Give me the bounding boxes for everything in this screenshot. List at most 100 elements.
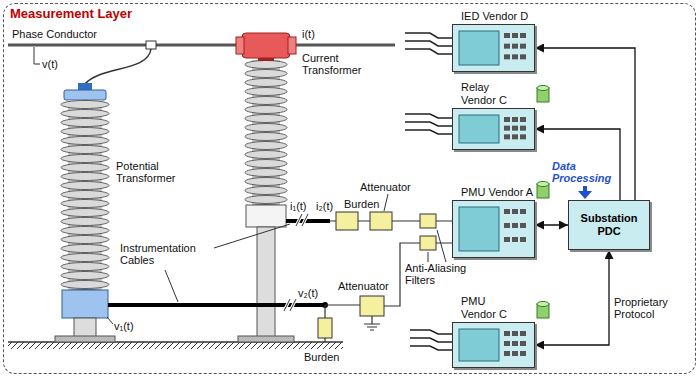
keypad-key bbox=[520, 126, 526, 131]
indicator-lamp bbox=[537, 182, 549, 187]
device-face bbox=[453, 323, 534, 367]
keypad-key bbox=[520, 223, 526, 228]
data-link bbox=[535, 48, 635, 200]
keypad-key bbox=[520, 134, 526, 139]
keypad-key bbox=[504, 134, 510, 139]
leader-line bbox=[428, 230, 446, 262]
cable-break bbox=[296, 214, 308, 226]
ct-foot bbox=[238, 336, 294, 342]
ct-flange bbox=[236, 37, 244, 54]
node-label: Relay Vendor C bbox=[461, 81, 513, 107]
indicator-lamp bbox=[537, 86, 549, 91]
diagram-label: Phase Conductor bbox=[12, 28, 97, 40]
diagram-label: Instrumentation Cables bbox=[120, 242, 212, 266]
pt-insulator bbox=[60, 100, 110, 290]
ct-head bbox=[242, 33, 290, 58]
diagram-label: Potential Transformer bbox=[116, 160, 188, 184]
burden-box bbox=[336, 212, 358, 230]
measurement-layer-region: Measurement LayerIED Vendor DRelay Vendo… bbox=[3, 3, 696, 374]
keypad-key bbox=[504, 33, 510, 38]
indicator-lamp bbox=[537, 302, 549, 307]
filter-box bbox=[420, 236, 436, 250]
keypad-key bbox=[504, 117, 510, 122]
attenuator-box bbox=[370, 212, 392, 230]
burden-resistor bbox=[318, 318, 332, 338]
keypad-key bbox=[520, 54, 526, 59]
keypad-key bbox=[512, 54, 518, 59]
keypad-key bbox=[504, 126, 510, 131]
keypad-key bbox=[512, 126, 518, 131]
leader-line bbox=[384, 194, 388, 211]
keypad-key bbox=[512, 134, 518, 139]
keypad-key bbox=[520, 209, 526, 214]
region-title: Measurement Layer bbox=[10, 6, 132, 21]
connector-label: Proprietary Protocol bbox=[614, 296, 686, 320]
keypad-key bbox=[504, 331, 510, 336]
ground-hatch bbox=[8, 342, 343, 349]
keypad-key bbox=[504, 351, 510, 356]
leader-line bbox=[165, 224, 290, 302]
ied-device: IED Vendor D bbox=[452, 24, 535, 72]
processing-arrow bbox=[578, 191, 592, 199]
data-link bbox=[535, 250, 609, 345]
ground-symbol bbox=[364, 324, 380, 330]
diagram-label: Anti-Aliasing Filters bbox=[405, 262, 485, 286]
pt-terminal bbox=[78, 83, 92, 90]
keypad-key bbox=[520, 331, 526, 336]
node-label: Substation PDC bbox=[575, 212, 643, 238]
device-screen bbox=[459, 31, 499, 65]
leader-line bbox=[107, 317, 113, 324]
device-cables bbox=[410, 330, 452, 350]
diagram-label: v₁(t) bbox=[114, 320, 134, 332]
diagram-label: v₂(t) bbox=[298, 287, 318, 299]
keypad-key bbox=[520, 351, 526, 356]
phase-conductor bbox=[8, 44, 395, 47]
device-cables bbox=[405, 33, 452, 54]
diagram-label: i₂(t) bbox=[316, 200, 333, 212]
keypad-key bbox=[520, 117, 526, 122]
diagram-label: i(t) bbox=[302, 28, 315, 40]
diagram-label: i₁(t) bbox=[290, 200, 307, 212]
diagram-label: Attenuator bbox=[360, 181, 411, 193]
cable-break bbox=[284, 299, 296, 311]
keypad-key bbox=[504, 223, 510, 228]
pt-lead bbox=[85, 49, 151, 84]
keypad-key bbox=[504, 341, 510, 346]
keypad-key bbox=[512, 351, 518, 356]
device-face bbox=[453, 109, 534, 149]
signal-wire bbox=[325, 243, 452, 342]
diagram-label: v(t) bbox=[42, 58, 58, 70]
keypad-key bbox=[504, 54, 510, 59]
keypad-key bbox=[520, 237, 526, 242]
diagram-label: Burden bbox=[304, 351, 339, 363]
diagram-label: Burden bbox=[344, 198, 379, 210]
data-link bbox=[535, 129, 620, 200]
keypad-key bbox=[504, 209, 510, 214]
diagram-label: Current Transformer bbox=[302, 52, 374, 76]
keypad-key bbox=[520, 44, 526, 49]
keypad-key bbox=[504, 237, 510, 242]
keypad-key bbox=[512, 223, 518, 228]
pt-cap bbox=[64, 90, 106, 100]
device-face bbox=[453, 201, 534, 257]
keypad-key bbox=[512, 44, 518, 49]
ct-flange bbox=[288, 37, 296, 54]
line-clamp bbox=[146, 41, 156, 49]
device-face bbox=[453, 25, 534, 71]
keypad-key bbox=[512, 209, 518, 214]
pt-foot bbox=[55, 336, 115, 342]
node-label: IED Vendor D bbox=[461, 10, 541, 23]
pt-base bbox=[62, 290, 108, 318]
keypad-key bbox=[504, 44, 510, 49]
keypad-key bbox=[520, 341, 526, 346]
voltage-leader bbox=[34, 47, 40, 64]
keypad-key bbox=[512, 341, 518, 346]
ct-support bbox=[257, 227, 275, 338]
attenuator-box bbox=[360, 296, 384, 316]
device-screen bbox=[459, 207, 499, 251]
diagram-label: Data Processing bbox=[552, 160, 614, 184]
keypad-key bbox=[512, 33, 518, 38]
